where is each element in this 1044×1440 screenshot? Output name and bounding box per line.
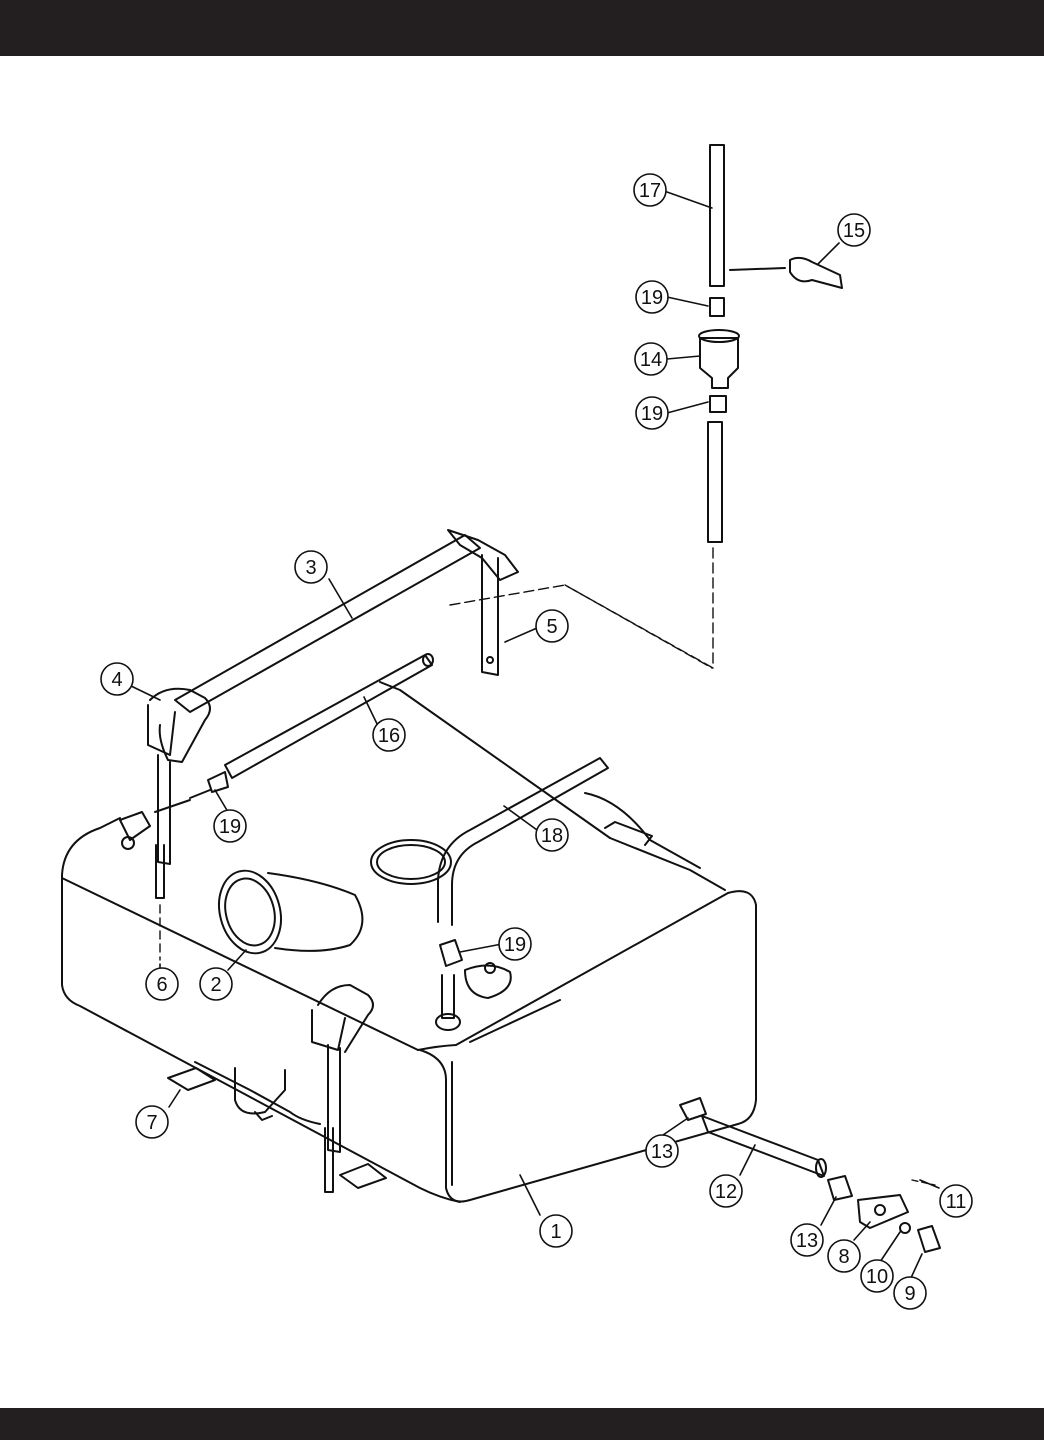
filler-neck (210, 864, 362, 961)
callout-number: 5 (546, 616, 557, 638)
callout-number: 18 (541, 825, 563, 847)
callout-3: 3 (295, 551, 327, 583)
callout-12: 12 (710, 1175, 742, 1207)
callout-number: 15 (843, 220, 865, 242)
callout-9: 9 (894, 1277, 926, 1309)
callout-14: 14 (635, 343, 667, 375)
callout-8: 8 (828, 1240, 860, 1272)
callout-19a: 19 (636, 281, 668, 313)
callout-number: 6 (156, 974, 167, 996)
callout-number: 19 (504, 934, 526, 956)
callout-19b: 19 (636, 397, 668, 429)
callout-number: 13 (796, 1230, 818, 1252)
callout-16: 16 (373, 719, 405, 751)
callout-number: 8 (838, 1246, 849, 1268)
callout-15: 15 (838, 214, 870, 246)
callout-number: 19 (641, 403, 663, 425)
callout-6: 6 (146, 968, 178, 1000)
callout-1: 1 (540, 1215, 572, 1247)
callout-number: 19 (641, 287, 663, 309)
callout-number: 10 (866, 1266, 888, 1288)
filter-assembly (565, 145, 842, 668)
callout-17: 17 (634, 174, 666, 206)
callout-number: 17 (639, 180, 661, 202)
callout-19d: 19 (499, 928, 531, 960)
strap-bolts (156, 845, 333, 1192)
callout-7: 7 (136, 1106, 168, 1138)
callout-4: 4 (101, 663, 133, 695)
callout-number: 12 (715, 1181, 737, 1203)
callout-5: 5 (536, 610, 568, 642)
callout-13a: 13 (646, 1135, 678, 1167)
callout-10: 10 (861, 1260, 893, 1292)
callout-number: 3 (305, 557, 316, 579)
callout-number: 13 (651, 1141, 673, 1163)
callout-number: 1 (550, 1221, 561, 1243)
callout-18: 18 (536, 819, 568, 851)
callout-number: 2 (210, 974, 221, 996)
callout-2: 2 (200, 968, 232, 1000)
callout-13b: 13 (791, 1224, 823, 1256)
callout-number: 19 (219, 816, 241, 838)
callout-number: 4 (111, 669, 122, 691)
callout-number: 7 (146, 1112, 157, 1134)
leader-lines (129, 192, 939, 1280)
callout-number: 9 (904, 1283, 915, 1305)
callout-number: 11 (946, 1191, 967, 1213)
callout-19c: 19 (214, 810, 246, 842)
elbow-fitting (120, 812, 150, 849)
callout-number: 16 (378, 725, 400, 747)
callout-11: 11 (940, 1185, 972, 1217)
callout-number: 14 (640, 349, 662, 371)
